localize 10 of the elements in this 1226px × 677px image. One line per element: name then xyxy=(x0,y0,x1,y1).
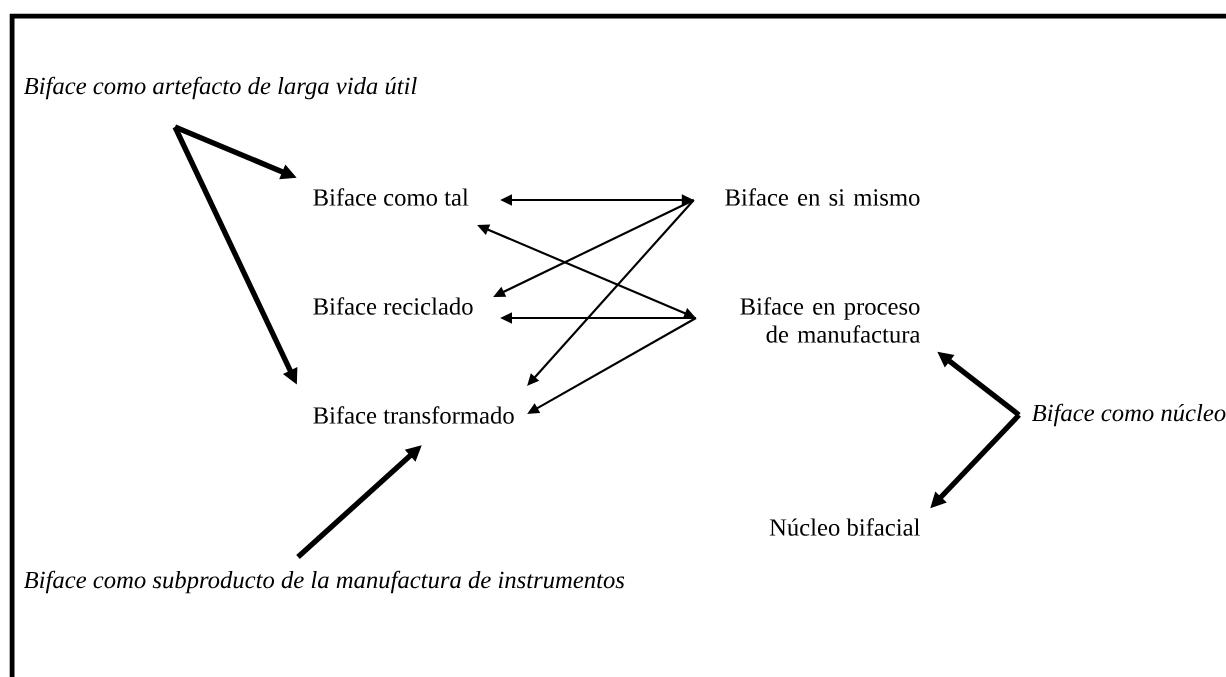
concept-label: Biface transformado xyxy=(313,406,514,424)
concept-label: Núcleo bifacial xyxy=(769,518,920,536)
concept-label: Biface como tal xyxy=(313,188,469,206)
concept-label: Biface reciclado xyxy=(313,297,473,315)
concept-label: Biface como subproducto de la manufactura de instrumentos xyxy=(23,570,625,594)
arrow xyxy=(527,199,695,386)
concept-label: Biface en si mismo xyxy=(725,188,920,206)
concept-label: Biface como núcleo xyxy=(1031,403,1226,427)
concept-label: Biface en proceso de manufactura xyxy=(740,297,921,343)
concept-label: Biface como artefacto de larga vida útil xyxy=(23,76,417,100)
